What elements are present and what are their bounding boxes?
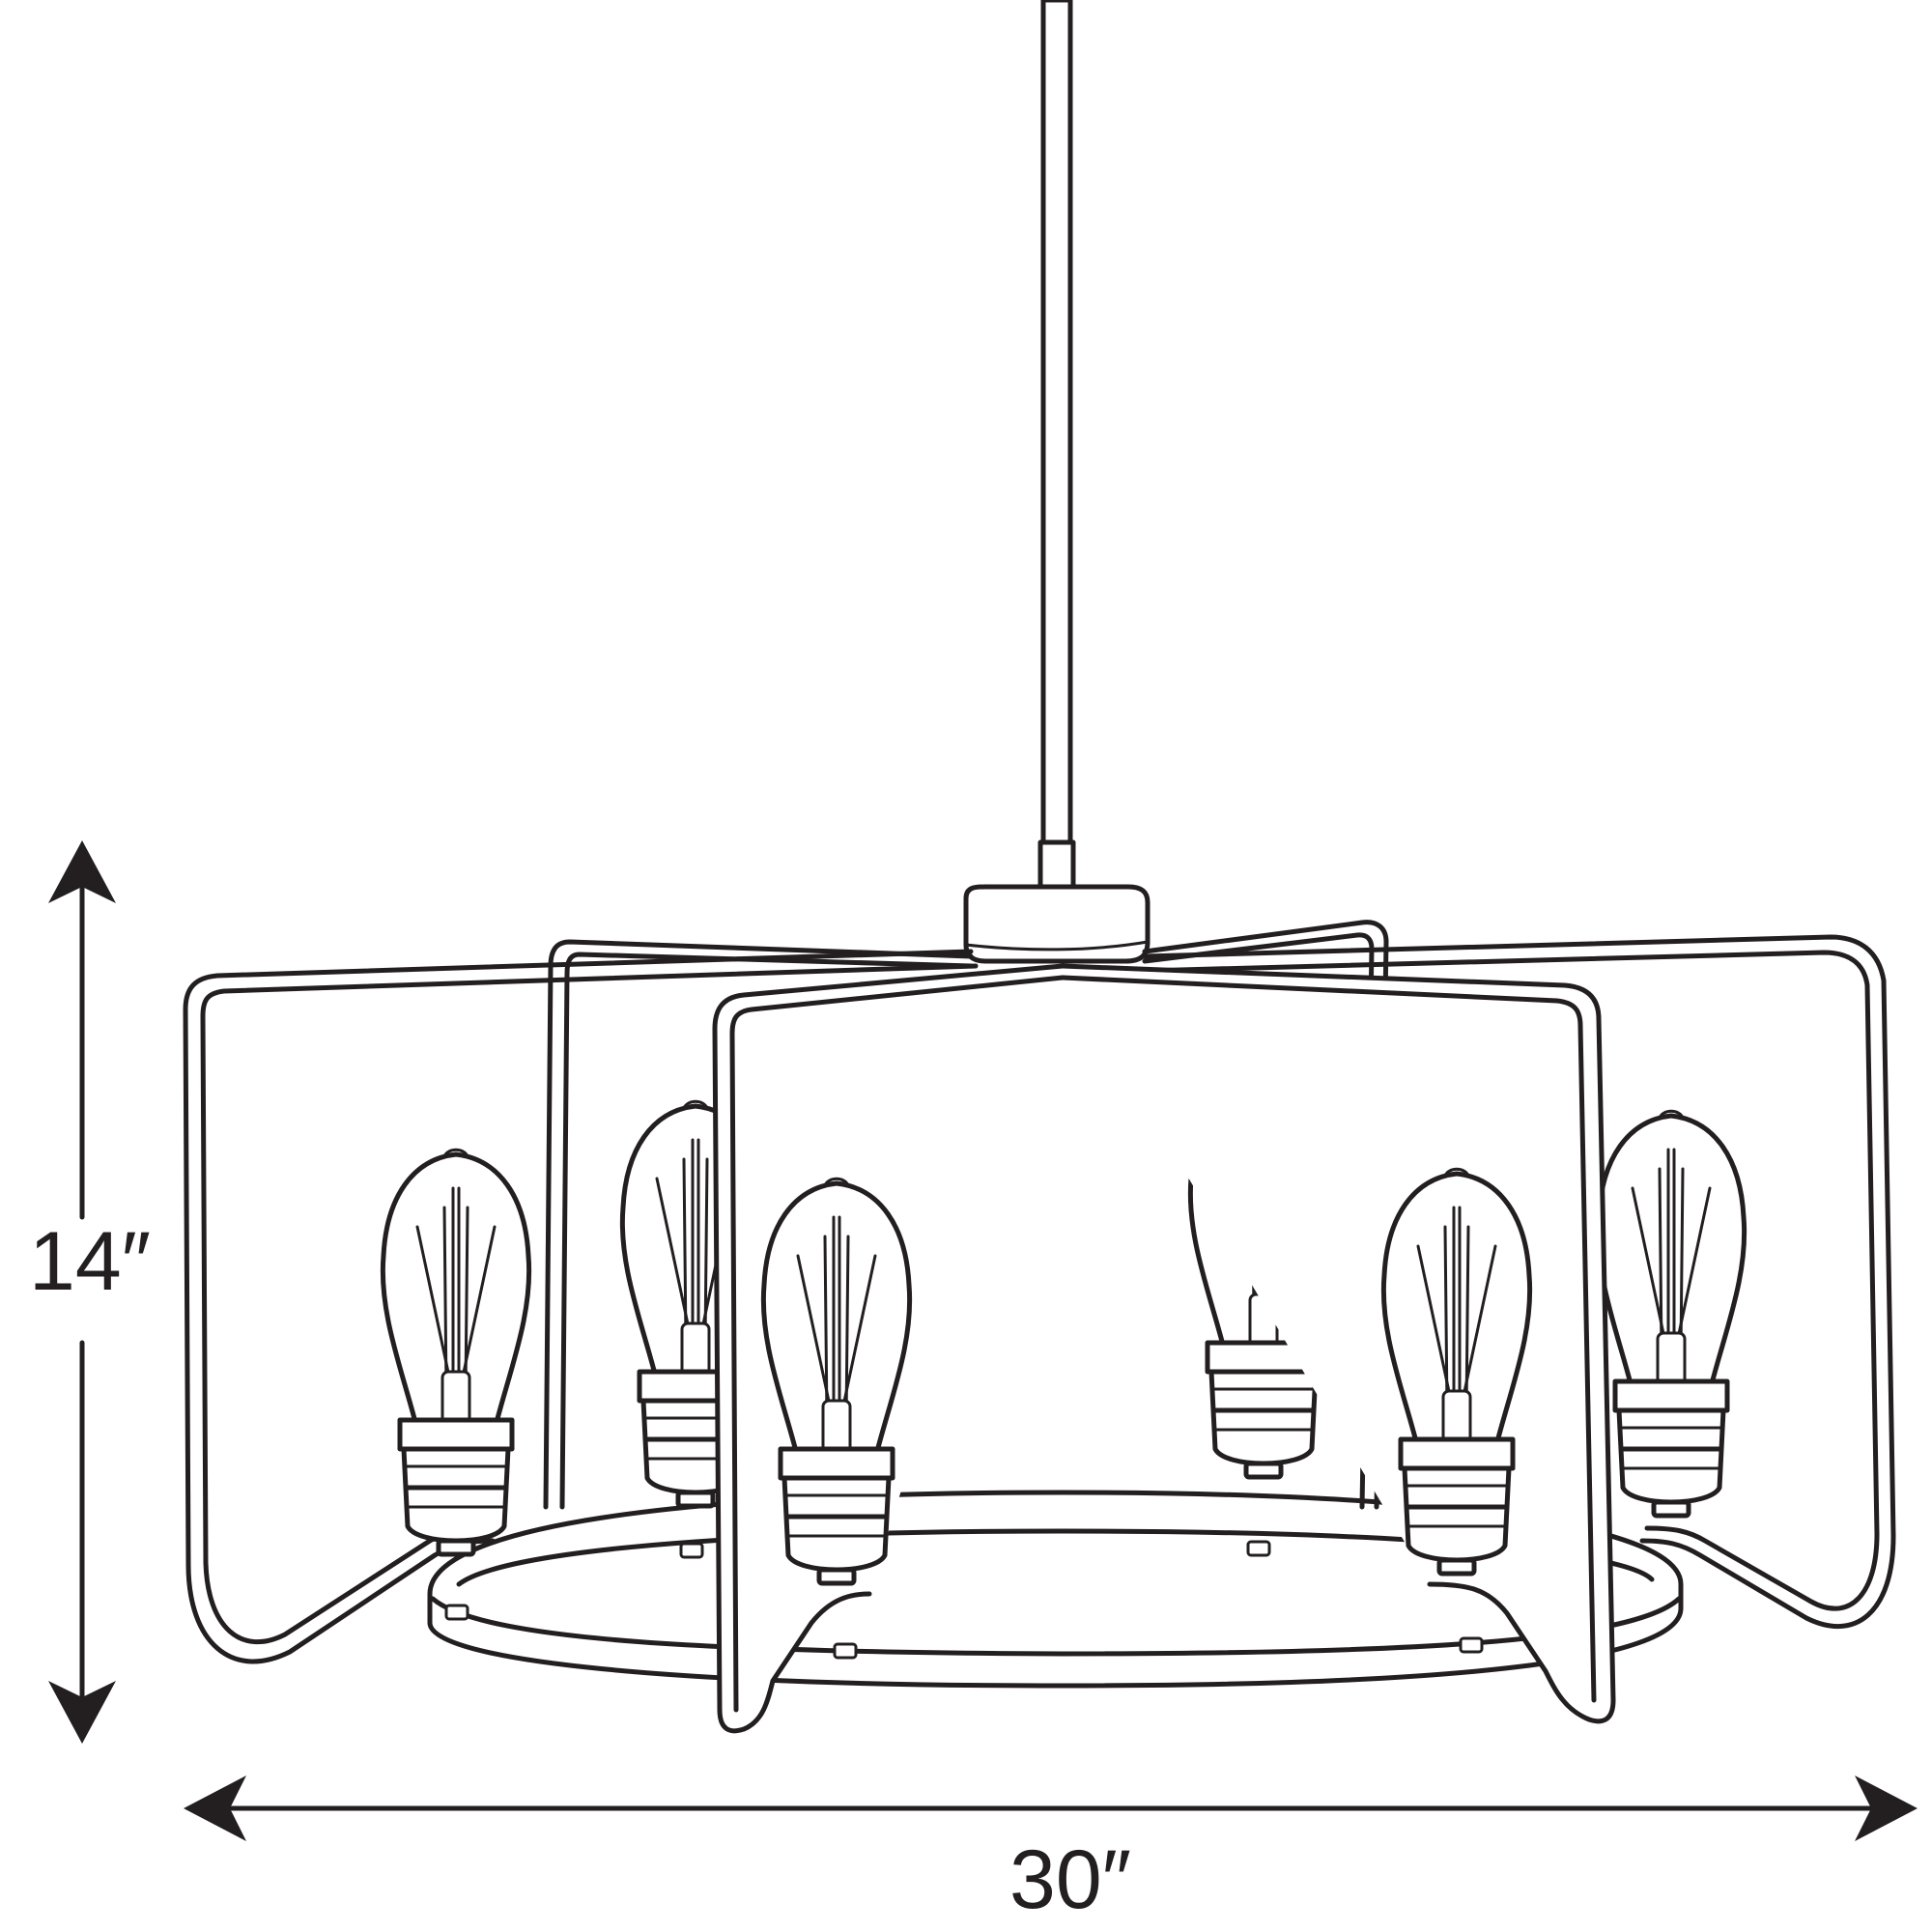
arrow-right-icon	[1855, 1776, 1918, 1841]
bulb-5	[1383, 1169, 1529, 1574]
arrow-down-icon	[48, 1681, 116, 1744]
bulb-3	[763, 1179, 909, 1583]
bulb-6	[1598, 1111, 1744, 1516]
down-rod	[1037, 0, 1076, 892]
height-label: 14″	[29, 1215, 151, 1308]
arm-right	[1142, 934, 1896, 1630]
bulb-1	[383, 1150, 528, 1554]
width-dimension	[184, 1776, 1918, 1841]
canopy-hub	[963, 884, 1151, 964]
arrow-up-icon	[48, 840, 116, 903]
arrow-left-icon	[184, 1776, 246, 1841]
width-label: 30″	[1009, 1833, 1131, 1926]
height-dimension	[48, 840, 116, 1744]
